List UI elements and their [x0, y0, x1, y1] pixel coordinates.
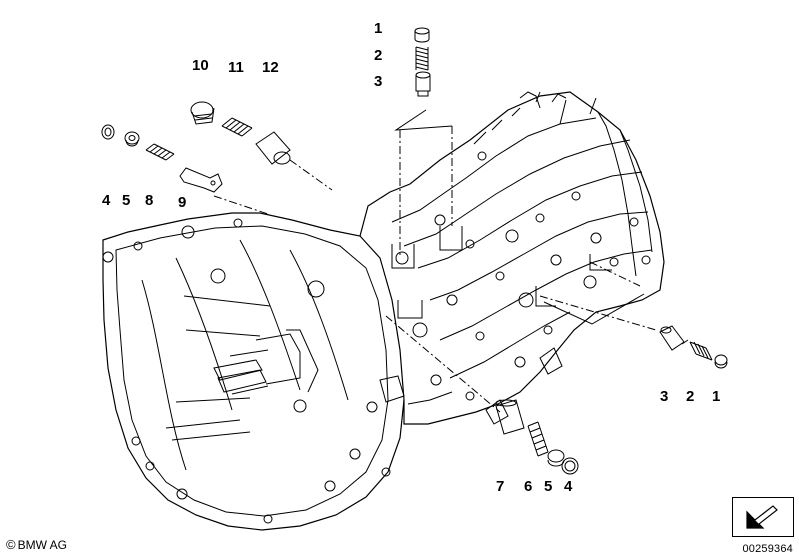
- callout-11: 11: [228, 59, 244, 76]
- spring-11: [221, 117, 253, 137]
- screw-plug-10: [190, 101, 215, 125]
- callout-3-top: 3: [374, 73, 382, 90]
- shift-piece-9: [179, 167, 223, 193]
- detent-pin-right: [659, 325, 689, 351]
- callout-12: 12: [262, 59, 279, 76]
- plug-cap-top: [414, 27, 430, 43]
- detent-pin-top: [415, 71, 431, 97]
- spring-8: [145, 143, 175, 161]
- arrow-down-left-icon: [746, 505, 778, 529]
- circlip-4-bottom: [561, 457, 579, 475]
- callout-7: 7: [496, 478, 504, 495]
- spring-6: [527, 421, 549, 457]
- callout-6: 6: [524, 478, 532, 495]
- callout-1-top: 1: [374, 20, 382, 37]
- callout-8: 8: [145, 192, 153, 209]
- circlip-4-left: [101, 124, 115, 140]
- callout-4-bottom: 4: [564, 478, 573, 495]
- callout-4-left: 4: [102, 192, 111, 209]
- leader-lines: [213, 126, 657, 413]
- callout-5-left: 5: [122, 192, 130, 209]
- spring-top: [415, 46, 429, 71]
- bush-5-bottom: [547, 449, 565, 467]
- bush-5-left: [124, 131, 140, 147]
- callout-1-right: 1: [712, 388, 720, 405]
- copyright-symbol: ©: [6, 537, 16, 552]
- callout-9: 9: [178, 194, 186, 211]
- navigate-button[interactable]: [732, 497, 794, 537]
- callout-5-bottom: 5: [544, 478, 552, 495]
- callout-10: 10: [192, 57, 209, 74]
- sleeve-12: [255, 131, 291, 165]
- callout-2-right: 2: [686, 388, 694, 405]
- copyright-notice: ©BMW AG: [6, 537, 67, 552]
- copyright-text: BMW AG: [17, 538, 67, 552]
- connector-lines: [394, 109, 645, 325]
- plug-cap-right: [714, 354, 728, 369]
- transmission-housing: [102, 91, 665, 531]
- callout-labels: 1 2 3 10 11 12 4 5 8 9 3 2 1 7 6 5 4: [102, 20, 720, 495]
- image-number: 00259364: [742, 543, 793, 555]
- callout-2-top: 2: [374, 47, 382, 64]
- spring-right: [689, 341, 713, 361]
- sleeve-7: [495, 399, 525, 435]
- callout-3-right: 3: [660, 388, 668, 405]
